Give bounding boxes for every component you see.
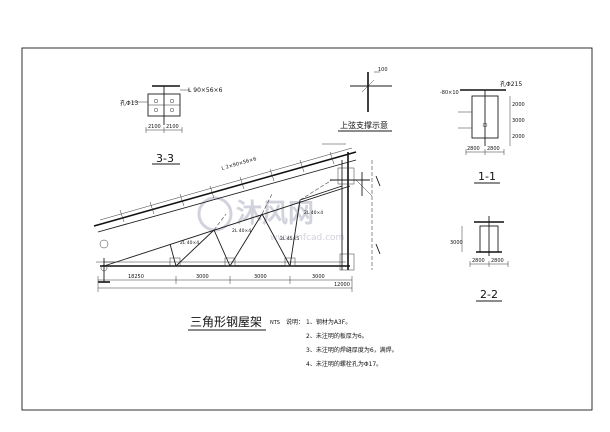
truss-dim-4: 3000 — [312, 274, 325, 280]
purlin-detail-label: 上弦支撑示意 — [340, 120, 388, 130]
note-3: 3、未注明的焊缝厚度为6，满焊。 — [306, 346, 398, 354]
section-2-2-label: 2-2 — [480, 288, 498, 301]
section-1-1-label: 1-1 — [478, 170, 496, 183]
chord-note: L 2×90×56×6 — [221, 156, 257, 172]
truss-dim-3: 3000 — [254, 274, 267, 280]
note-1: 1、钢材为A3F。 — [306, 318, 351, 326]
watermark-text: 沐风网 — [236, 199, 314, 229]
section-2-2-dim-l1: 3000 — [450, 240, 463, 246]
section-1-1-dim-r1: 2000 — [512, 102, 525, 108]
watermark-url: www.mfcad.com — [270, 233, 344, 243]
drawing-border — [21, 47, 593, 411]
section-1-1-hole-note: 孔Φ215 — [500, 80, 522, 88]
section-3-3: 孔Φ13 L 90×56×6 2100 2100 3-3 — [120, 85, 223, 165]
section-2-2-dim-b2: 2800 — [491, 258, 504, 264]
purlin-detail: 100 上弦支撑示意 — [338, 67, 392, 132]
section-2-2-dim-b1: 2800 — [472, 258, 485, 264]
main-title: 三角形钢屋架 — [190, 315, 262, 329]
section-3-3-label: 3-3 — [156, 152, 174, 165]
section-3-3-dim-left: 2100 — [148, 124, 161, 130]
web-note-4: 2L 40×4 — [304, 210, 323, 216]
notes-heading: 说明： — [286, 318, 304, 326]
section-3-3-dim-right: 2100 — [166, 124, 179, 130]
purlin-detail-dim: 100 — [378, 67, 388, 73]
section-3-3-hole-note: 孔Φ13 — [120, 99, 139, 107]
section-2-2: 3000 2800 2800 2-2 — [450, 216, 509, 302]
watermark: 沐风网 www.mfcad.com — [197, 196, 344, 243]
web-note-3: 2L 45×5 — [280, 236, 299, 242]
note-2: 2、未注明的板厚为6。 — [306, 332, 368, 340]
truss-dim-1: 18250 — [128, 274, 144, 280]
section-1-1-dim-b2: 2800 — [487, 146, 500, 152]
section-1-1-plate-note: -80×10 — [440, 90, 459, 96]
note-4: 4、未注明的螺栓孔为Φ17。 — [306, 360, 382, 368]
section-1-1-dim-r2: 3000 — [512, 118, 525, 124]
web-note-2: 2L 40×4 — [232, 228, 251, 234]
top-chord — [93, 151, 357, 227]
section-3-3-angle-note: L 90×56×6 — [188, 87, 223, 94]
truss-overall-dim: 12000 — [334, 282, 350, 288]
truss-dim-2: 3000 — [196, 274, 209, 280]
section-1-1-dim-b1: 2800 — [467, 146, 480, 152]
scale-note: NTS — [270, 320, 280, 326]
section-1-1-dim-r3: 2000 — [512, 134, 525, 140]
section-1-1: -80×10 孔Φ215 2000 3000 2000 2800 2800 1-… — [440, 80, 525, 184]
web-note-1: 2L 40×4 — [180, 240, 199, 246]
title-block: 三角形钢屋架 NTS 说明： 1、钢材为A3F。 2、未注明的板厚为6。 3、未… — [188, 315, 398, 368]
